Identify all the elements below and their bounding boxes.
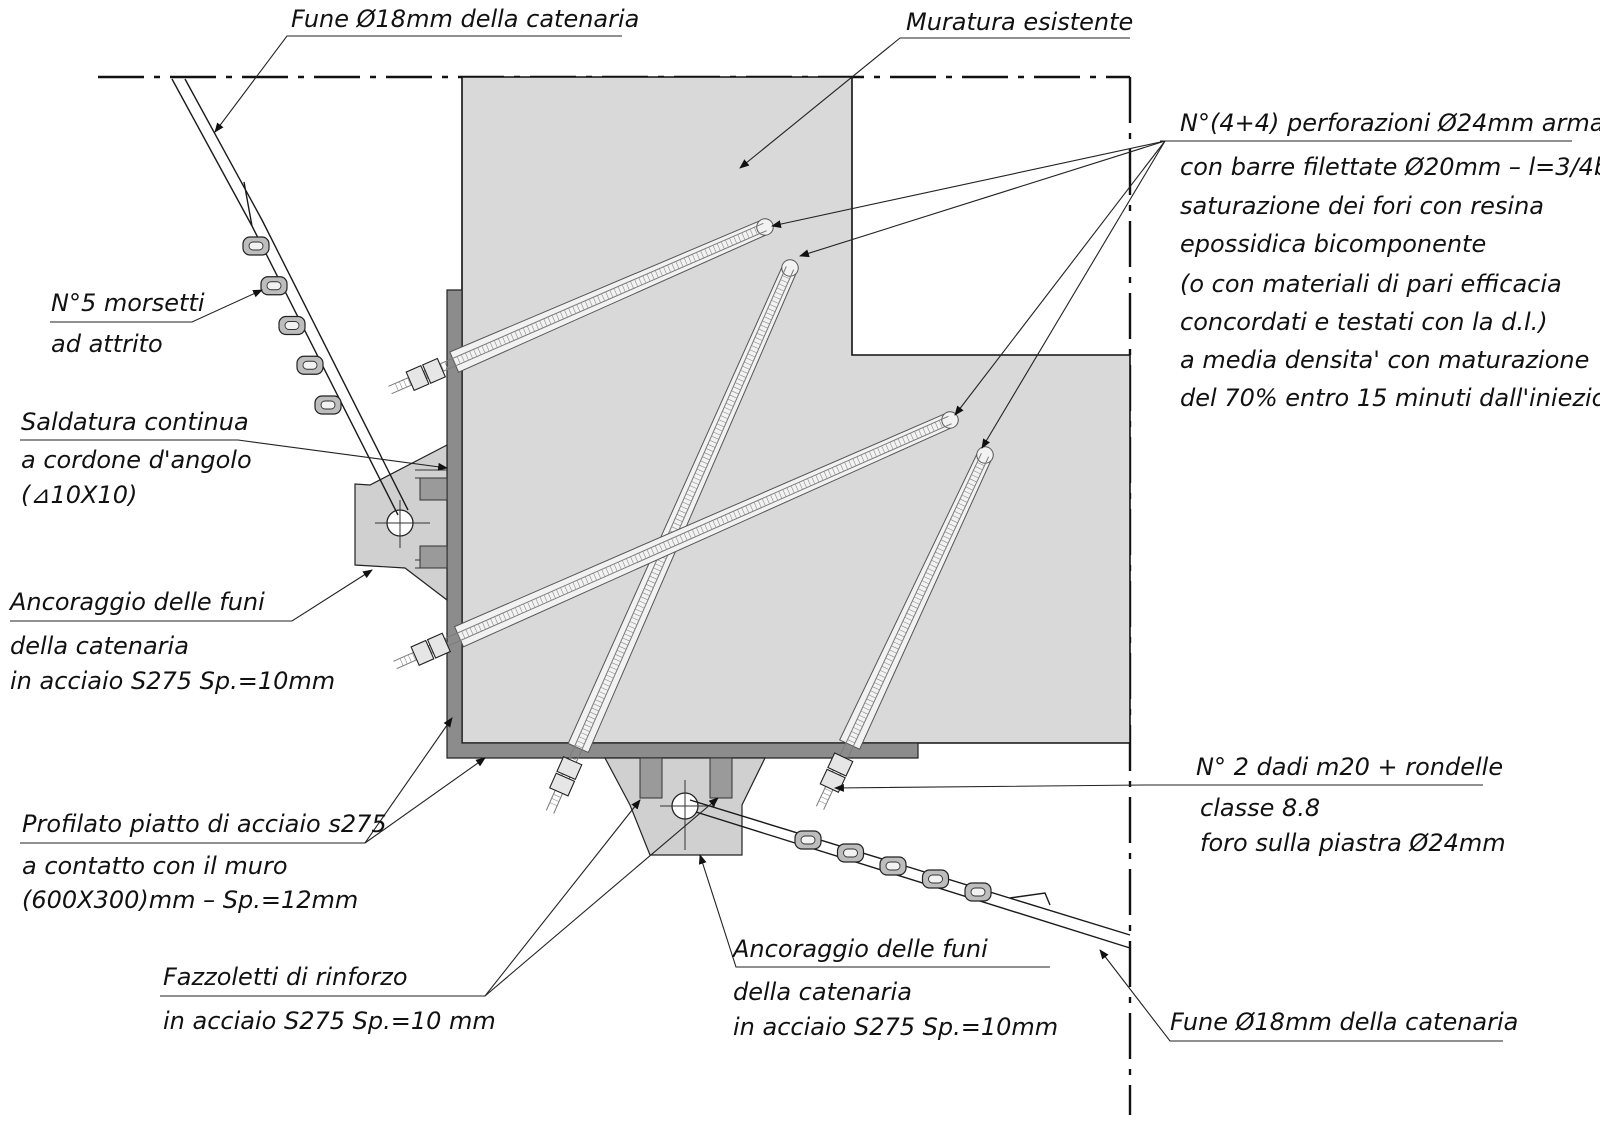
- perforazioni-line-4: epossidica bicomponente: [1180, 230, 1486, 258]
- anchor-rod-1-tip: [756, 218, 774, 236]
- label-perforazioni: N°(4+4) perforazioni Ø24mm armate con ba…: [1180, 109, 1600, 412]
- anchor-rod-4-nut-2: [827, 752, 854, 777]
- label-ancoraggio-left-1: Ancoraggio delle funi: [8, 588, 265, 616]
- leader-perforazioni-1: [771, 140, 1166, 228]
- friction-clamps-bottom: [794, 830, 992, 902]
- anchor-rod-3-tip: [941, 411, 959, 429]
- label-saldatura-3: (⊿10X10): [21, 481, 137, 509]
- leader-morsetti: [50, 289, 263, 323]
- anchor-rod-3-nut-1: [410, 639, 435, 666]
- anchor-rod-1-nut-1: [405, 364, 430, 392]
- cable-top: [171, 78, 409, 516]
- anchor-rod-2-nut-1: [549, 772, 576, 797]
- perforazioni-line-7: a media densita' con maturazione: [1180, 346, 1589, 374]
- perforazioni-line-1: N°(4+4) perforazioni Ø24mm armate: [1180, 109, 1600, 137]
- top-clamp-3: [278, 315, 306, 336]
- cable-bottom: [689, 799, 1131, 949]
- top-clamp-2: [260, 276, 288, 296]
- label-profilato-1: Profilato piatto di acciaio s275: [22, 810, 387, 838]
- label-dadi-3: foro sulla piastra Ø24mm: [1200, 829, 1506, 857]
- leader-muratura: [739, 37, 1130, 169]
- label-dadi-1: N° 2 dadi m20 + rondelle: [1196, 753, 1503, 781]
- anchor-rod-2-tip: [781, 259, 799, 277]
- top-clamp-1: [242, 236, 270, 256]
- leader-ancoraggio-bottom: [698, 854, 1050, 968]
- label-saldatura-1: Saldatura continua: [21, 408, 249, 436]
- label-ancoraggio-bottom-2: della catenaria: [733, 978, 912, 1006]
- label-ancoraggio-left-2: della catenaria: [10, 632, 189, 660]
- bottom-clamp-4: [921, 869, 950, 889]
- bottom-clamp-1: [794, 830, 822, 850]
- leader-perforazioni-4: [981, 140, 1166, 449]
- label-morsetti-1: N°5 morsetti: [51, 289, 205, 317]
- leader-perforazioni-2: [799, 140, 1166, 258]
- anchor-rod-4-tip: [976, 446, 994, 464]
- friction-clamps-top: [242, 236, 342, 415]
- label-fune-top: Fune Ø18mm della catenaria: [291, 5, 639, 33]
- perforazioni-line-2: con barre filettate Ø20mm – l=3/4b: [1180, 153, 1600, 181]
- leader-fazzoletti-2: [484, 797, 719, 997]
- anchor-rod-1-nut-2: [421, 357, 447, 384]
- gusset-weld-left-top: [419, 477, 448, 501]
- bottom-clamp-3: [879, 856, 907, 876]
- perforazioni-line-3: saturazione dei fori con resina: [1180, 192, 1544, 220]
- anchor-rod-2-nut-2: [556, 756, 583, 781]
- perforazioni-line-5: (o con materiali di pari efficacia: [1180, 270, 1562, 298]
- label-fazzoletti-1: Fazzoletti di rinforzo: [163, 963, 408, 991]
- label-fazzoletti-2: in acciaio S275 Sp.=10 mm: [163, 1007, 496, 1035]
- gusset-weld-left-bottom: [419, 545, 448, 569]
- anchor-rod-3-core: [393, 415, 952, 670]
- leader-profilato-2: [364, 757, 486, 844]
- threaded-rods: [388, 218, 994, 814]
- anchor-rod-3: [393, 411, 959, 670]
- leader-fune-top: [214, 35, 622, 133]
- anchor-rod-2-thread: [549, 275, 790, 807]
- leader-perforazioni-3: [954, 140, 1166, 416]
- leader-fune-bottom: [1099, 949, 1503, 1042]
- anchor-rod-1: [388, 218, 774, 395]
- label-saldatura-2: a cordone d'angolo: [21, 446, 252, 474]
- label-ancoraggio-bottom-3: in acciaio S275 Sp.=10mm: [733, 1013, 1058, 1041]
- leader-saldatura: [20, 439, 448, 471]
- gusset-weld-bottom-right: [709, 757, 733, 799]
- anchor-rod-4-core: [815, 453, 990, 810]
- top-clamp-4: [296, 355, 324, 375]
- label-fune-bottom: Fune Ø18mm della catenaria: [1170, 1008, 1518, 1036]
- gusset-weld-bottom-left: [639, 757, 663, 799]
- label-ancoraggio-left-3: in acciaio S275 Sp.=10mm: [10, 667, 335, 695]
- perforazioni-line-8: del 70% entro 15 minuti dall'iniezione: [1180, 384, 1600, 412]
- masonry-wall: [461, 76, 1131, 744]
- label-dadi-2: classe 8.8: [1200, 794, 1320, 822]
- bottom-clamp-2: [836, 843, 865, 863]
- label-profilato-2: a contatto con il muro: [22, 852, 288, 880]
- label-muratura: Muratura esistente: [906, 8, 1133, 36]
- steel-flat-profile: [446, 289, 919, 759]
- label-profilato-3: (600X300)mm – Sp.=12mm: [22, 886, 358, 914]
- label-ancoraggio-bottom-1: Ancoraggio delle funi: [731, 935, 988, 963]
- leader-ancoraggio-left: [10, 569, 373, 622]
- bottom-clamp-5: [964, 882, 992, 902]
- perforazioni-line-6: concordati e testati con la d.l.): [1180, 308, 1548, 336]
- anchor-rod-3-nut-2: [426, 632, 451, 659]
- top-clamp-5: [314, 395, 342, 415]
- anchor-rod-3-thread: [399, 420, 943, 666]
- label-morsetti-2: ad attrito: [51, 330, 163, 358]
- anchor-rod-1-core: [388, 222, 767, 395]
- leader-dadi: [834, 783, 1483, 792]
